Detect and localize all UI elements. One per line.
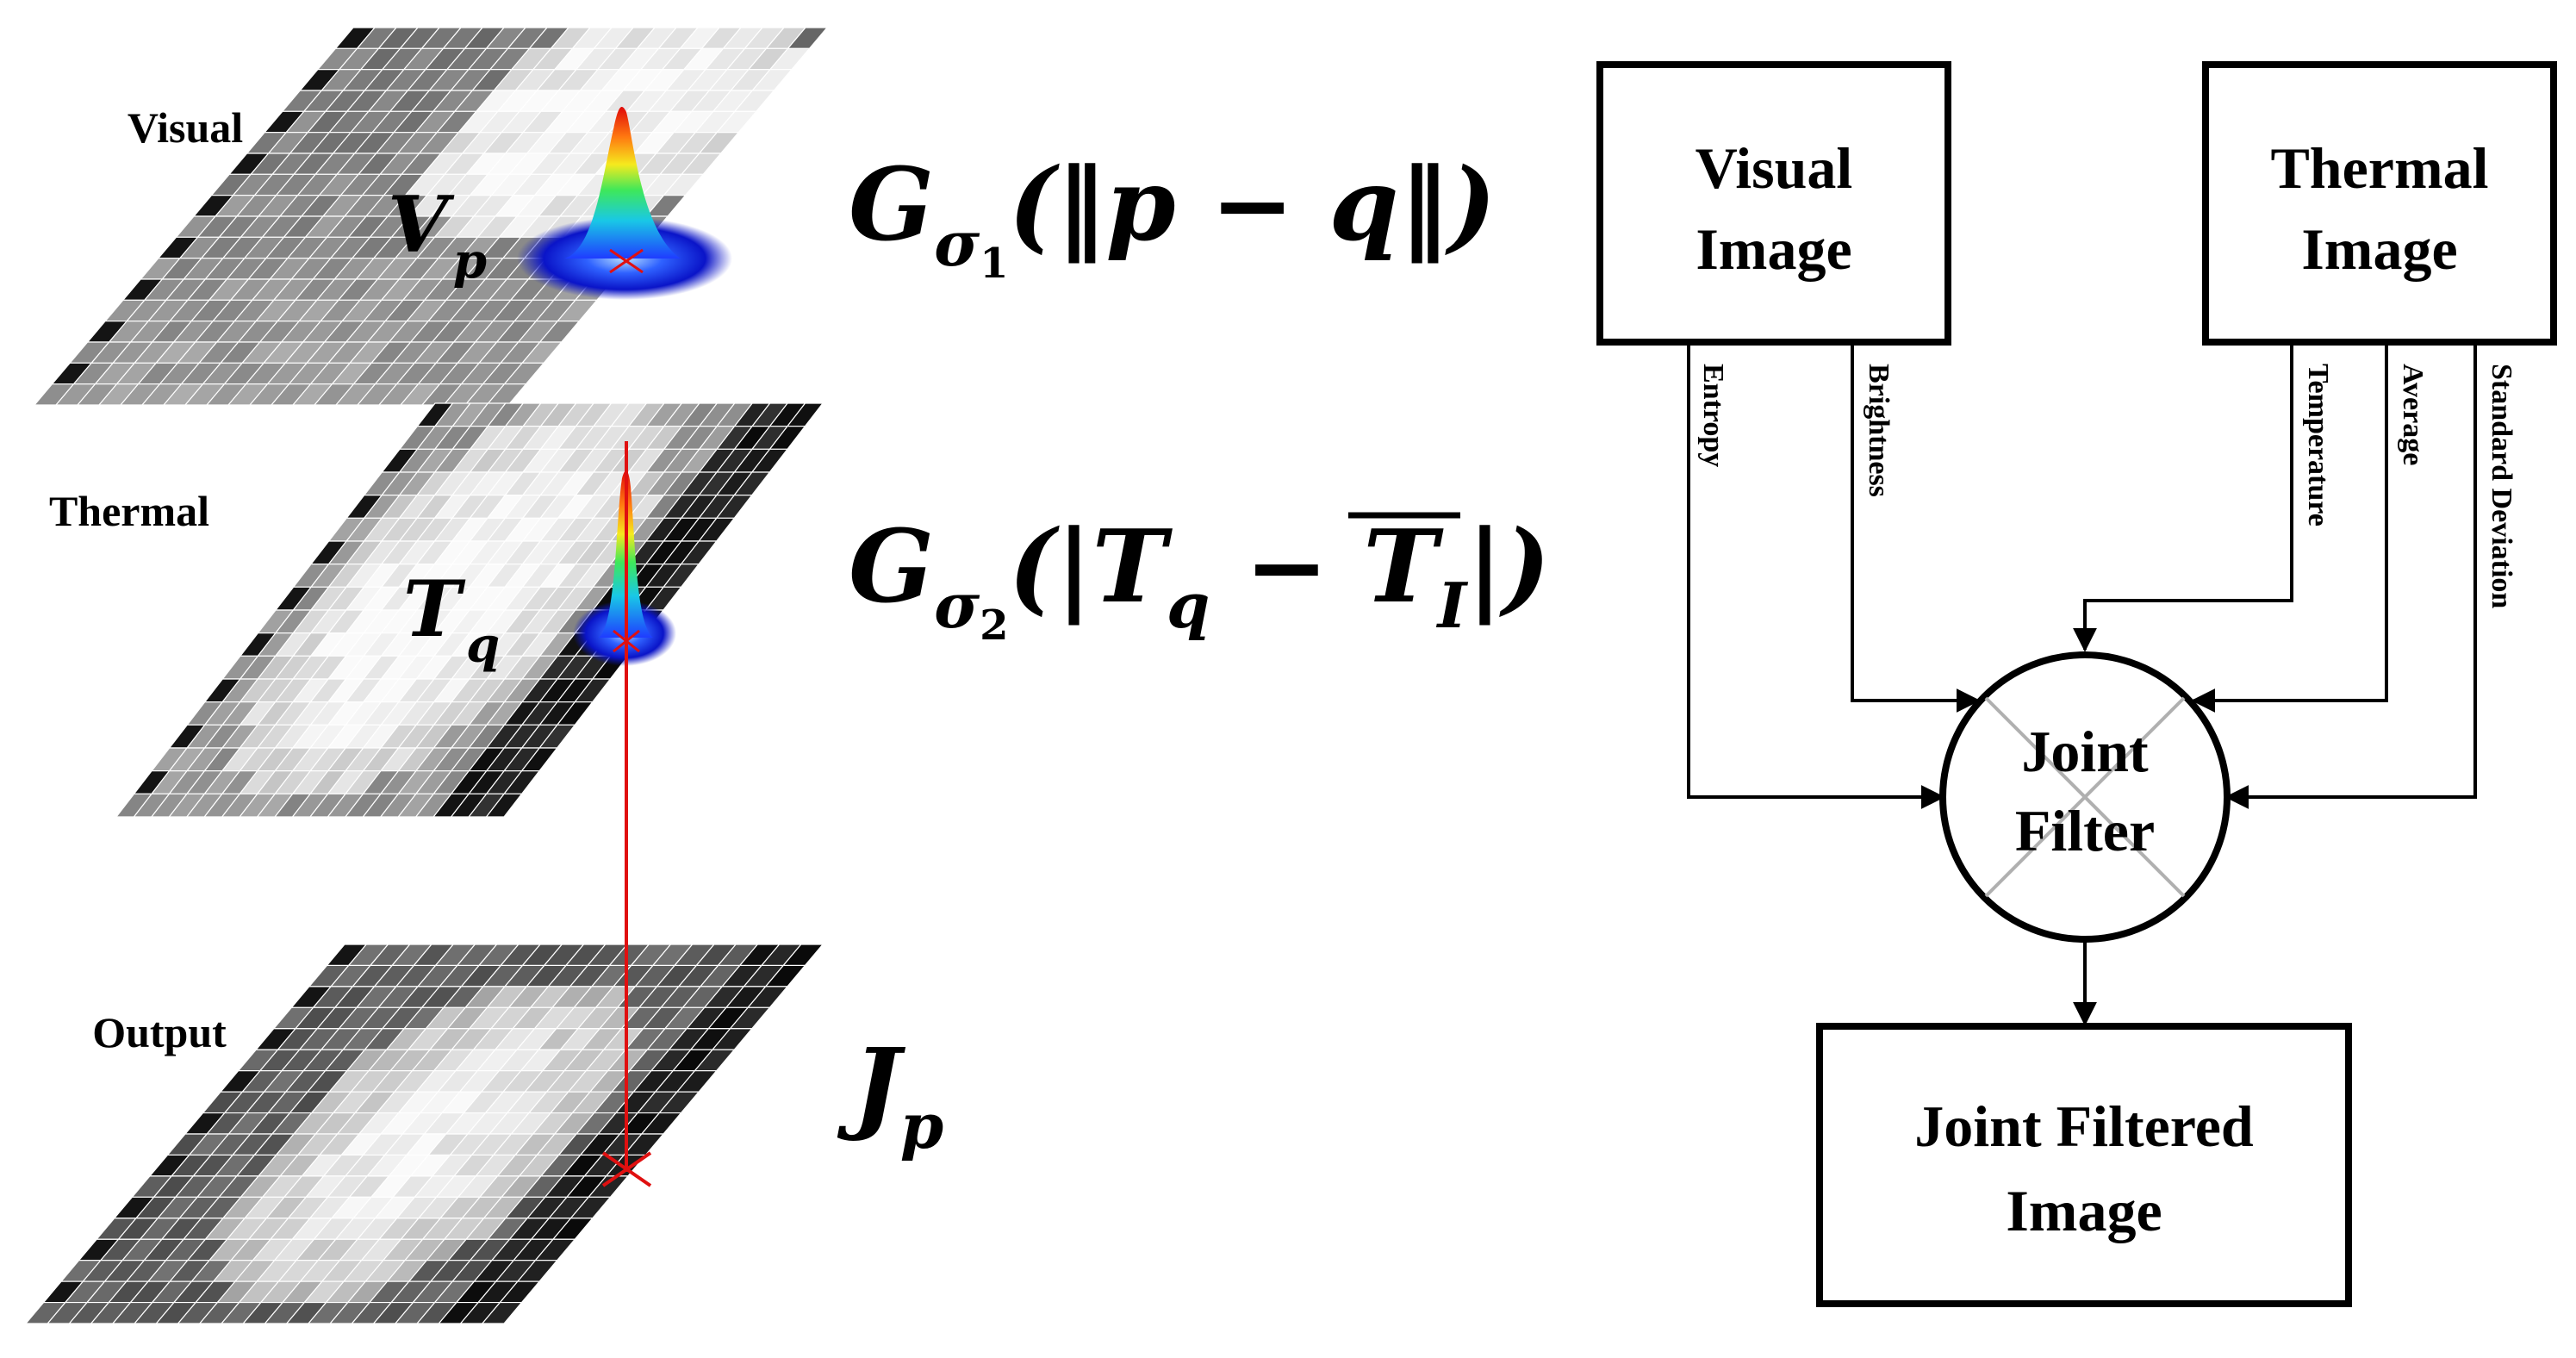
output-marker-icon xyxy=(601,1151,652,1187)
spatial-kernel-equation: Gσ1(‖p − q‖) xyxy=(849,146,1496,288)
output-layer-grid xyxy=(24,944,824,1324)
thermal-layer-label: Thermal xyxy=(49,487,209,535)
entropy-arrow xyxy=(1687,342,1945,809)
grid-cell xyxy=(485,793,523,818)
thermal-layer-grid xyxy=(115,402,824,818)
thermal-image-box xyxy=(2202,61,2557,346)
output-pixel-equation: Jp xyxy=(837,1027,943,1162)
joint-filtered-image-box xyxy=(1816,1023,2352,1307)
flowchart: Visual Image Thermal Image Entropy Brigh… xyxy=(1596,61,2557,1307)
joint-filter-label-line2: Filter xyxy=(2015,798,2155,863)
temperature-arrow xyxy=(2073,342,2293,652)
joint-filter-label: Joint xyxy=(2021,719,2149,784)
thermal-image-label: Thermal xyxy=(2270,135,2488,201)
visual-image-box xyxy=(1596,61,1951,346)
brightness-arrow xyxy=(1851,342,1981,713)
brightness-label: Brightness xyxy=(1863,364,1895,497)
image-layer-stack xyxy=(24,27,829,1324)
standard-deviation-arrow xyxy=(2224,342,2477,809)
multiply-cross-icon xyxy=(1984,696,2186,898)
standard-deviation-label: Standard Deviation xyxy=(2486,364,2517,608)
entropy-label: Entropy xyxy=(1697,364,1729,467)
visual-marker-icon xyxy=(609,248,644,274)
average-label: Average xyxy=(2397,364,2429,465)
temperature-label: Temperature xyxy=(2302,364,2334,526)
grid-cell xyxy=(481,1301,523,1324)
thermal-image-label-line2: Image xyxy=(2301,216,2457,282)
thermal-kernel-equation: Gσ2(|Tq − TI|) xyxy=(849,508,1550,650)
visual-layer-label: Visual xyxy=(128,103,243,152)
output-layer-label: Output xyxy=(92,1008,227,1056)
visual-image-label: Visual xyxy=(1696,135,1853,201)
joint-filtered-image-label: Joint Filtered xyxy=(1914,1093,2254,1159)
thermal-marker-icon xyxy=(613,629,640,653)
average-arrow xyxy=(2191,342,2388,713)
joint-filtered-image-label-line2: Image xyxy=(2006,1178,2162,1243)
visual-image-label-line2: Image xyxy=(1696,216,1851,282)
